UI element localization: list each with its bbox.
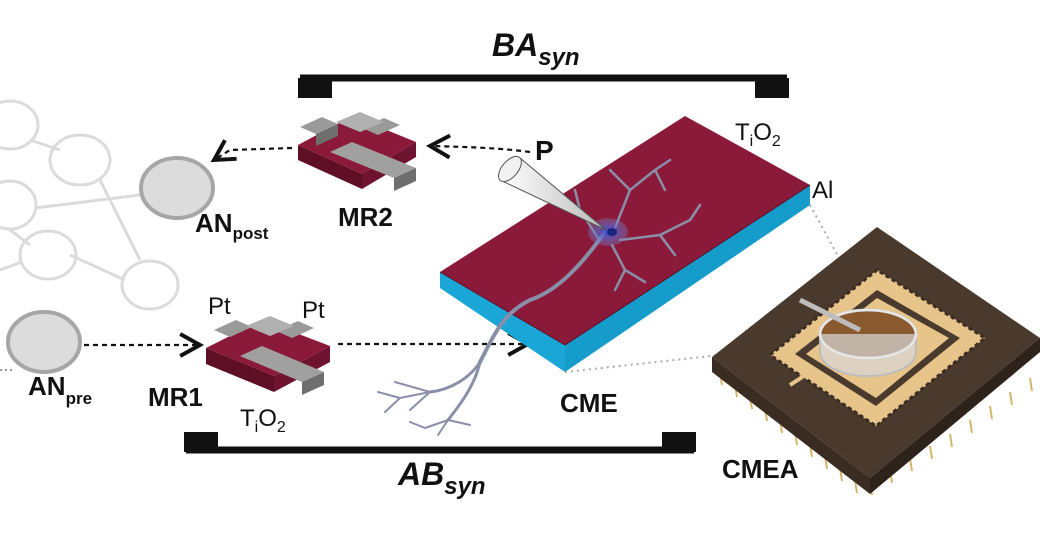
an-post-label: ANpost [195,208,269,243]
cmea-chip [712,227,1040,496]
tio2-top-label: TiO2 [735,119,781,150]
probe-p-label: P [535,135,554,166]
arrow-cme-to-mr2 [425,133,531,160]
an-post-node [139,156,215,220]
ba-syn-label: BAsyn [492,27,580,71]
neuron-nucleus [607,228,617,236]
cmea-label: CMEA [722,454,799,484]
mr2-label: MR2 [338,202,393,232]
cme-label: CME [560,388,618,418]
an-pre-node [6,310,82,374]
pt-label-left: Pt [208,293,231,320]
mr1-memristor [206,316,330,395]
arrow-mr2-to-an-post [210,139,293,163]
artificial-network-background [0,99,180,311]
ba-syn-bracket [298,74,789,98]
tio2-mr1-label: TiO2 [240,405,286,436]
probe-cone [498,155,607,231]
ab-syn-bracket [184,432,696,454]
mr1-label: MR1 [148,382,203,412]
cme-cmea-connectors [564,204,851,373]
ab-syn-label: ABsyn [397,456,486,500]
al-label: Al [812,177,833,204]
signal-arrows [84,133,533,358]
mr2-memristor [298,112,416,191]
an-pre-label: ANpre [28,371,92,408]
pt-label-right: Pt [302,297,325,324]
